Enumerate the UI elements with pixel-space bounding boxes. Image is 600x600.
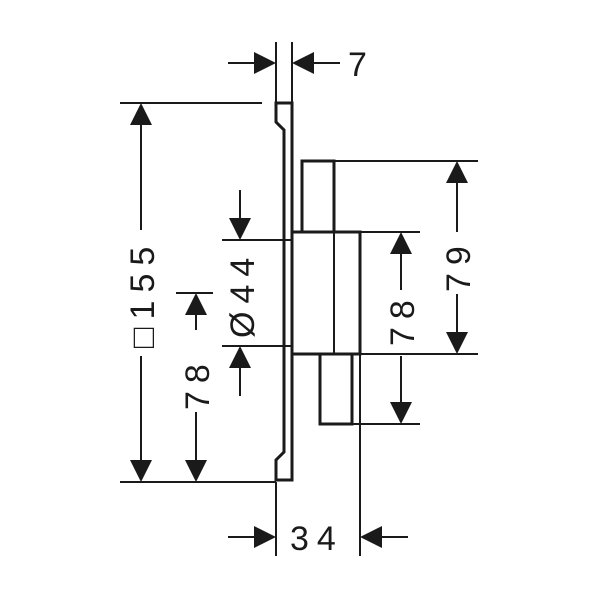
dimension-right-offset: 78 — [352, 231, 422, 425]
arrow-icon — [229, 218, 251, 240]
arrow-icon — [390, 402, 412, 424]
arrow-icon — [254, 526, 276, 548]
dim-label-right-height: 79 — [440, 238, 478, 292]
arrow-icon — [185, 460, 207, 482]
dimension-diameter: Ø44 — [222, 190, 292, 396]
arrow-icon — [254, 52, 276, 74]
upper-body — [300, 159, 336, 235]
dimension-plate-square: □155 — [120, 102, 276, 483]
arrow-icon — [185, 293, 207, 315]
arrow-icon — [390, 232, 412, 254]
arrow-icon — [360, 526, 382, 548]
lower-body — [318, 352, 354, 426]
dimension-top-thickness: 7 — [228, 42, 375, 103]
dim-label-top-thickness: 7 — [348, 46, 375, 84]
dimension-right-height: 79 — [334, 160, 478, 355]
component-outline — [274, 101, 362, 482]
dim-label-bottom-depth: 34 — [290, 520, 344, 558]
dimension-left-offset: 78 — [176, 292, 217, 482]
arrow-icon — [229, 346, 251, 368]
dim-label-right-offset: 78 — [384, 292, 422, 346]
dim-label-plate-square: □155 — [124, 239, 162, 348]
arrow-icon — [446, 161, 468, 183]
dimension-bottom-depth: 34 — [228, 354, 408, 558]
arrow-icon — [292, 52, 314, 74]
arrow-icon — [130, 103, 152, 125]
dim-label-left-offset: 78 — [179, 356, 217, 410]
dim-label-diameter: Ø44 — [224, 250, 262, 338]
arrow-icon — [446, 332, 468, 354]
middle-body — [290, 230, 362, 356]
arrow-icon — [130, 460, 152, 482]
